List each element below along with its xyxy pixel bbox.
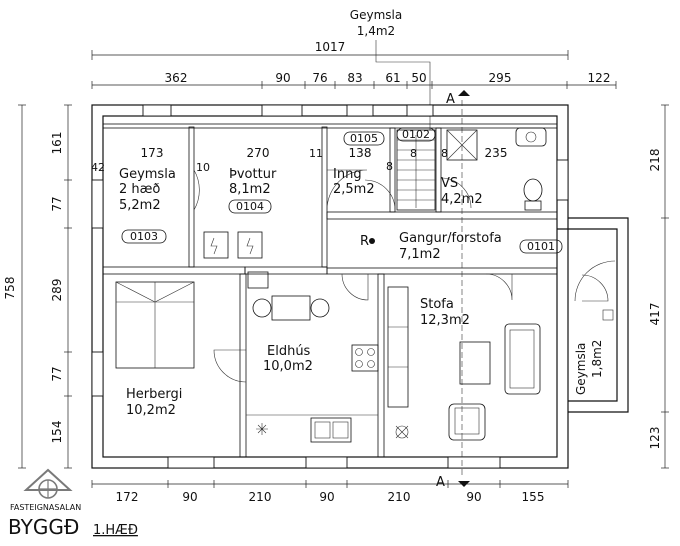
- room-inng-name: Inng: [333, 167, 362, 182]
- dim-left-5: 154: [50, 421, 64, 444]
- dim-top-2: 90: [275, 71, 290, 85]
- section-label-bottom: A: [436, 475, 445, 490]
- dim-bottom-7: 155: [522, 490, 545, 504]
- room-geymsla-name: Geymsla: [119, 167, 176, 182]
- vs-fixtures: [446, 127, 547, 211]
- section-markers: [458, 90, 470, 487]
- room-inng-tag: [343, 131, 385, 146]
- section-label-top: A: [446, 92, 455, 107]
- dim-top-3: 76: [312, 71, 327, 85]
- room-geymsla-tag: [121, 229, 167, 244]
- room-eldhus-area: 10,0m2: [263, 359, 313, 374]
- bed: [115, 281, 195, 369]
- staircase: [396, 129, 436, 211]
- room-geymsla-code: 0103: [130, 230, 158, 243]
- dim-bottom-1: 172: [116, 490, 139, 504]
- right-dimension-line: [661, 104, 669, 469]
- dim-inner-thvottur: 270: [247, 146, 270, 160]
- dim-left-3: 289: [50, 279, 64, 302]
- room-vs-name: VS: [441, 176, 458, 191]
- dim-bottom-6: 90: [466, 490, 481, 504]
- room-thvottur-name: Þvottur: [229, 167, 277, 182]
- room-eldhus-name: Eldhús: [267, 344, 311, 359]
- dim-left-2: 77: [50, 196, 64, 211]
- stair-tag: [396, 127, 436, 142]
- bottom-dimension-line: [91, 480, 569, 488]
- logo-line2: BYGGÐ: [8, 515, 79, 539]
- dim-inner-8c: 8: [441, 147, 448, 160]
- dim-bottom-5: 210: [388, 490, 411, 504]
- room-thvottur-area: 8,1m2: [229, 182, 271, 197]
- dim-top-1: 362: [165, 71, 188, 85]
- room-gangur-area: 7,1m2: [399, 247, 441, 262]
- room-herbergi-name: Herbergi: [126, 387, 182, 402]
- dim-left-1: 161: [50, 132, 64, 155]
- stair-code: 0102: [402, 128, 430, 141]
- dim-inner-8b: 8: [410, 147, 417, 160]
- room-thvottur-code: 0104: [236, 200, 264, 213]
- room-stofa-name: Stofa: [420, 297, 454, 312]
- dim-top-5: 61: [385, 71, 400, 85]
- dim-inner-42: 42: [91, 161, 105, 174]
- dim-inner-inng: 138: [349, 146, 372, 160]
- dim-right-1: 218: [648, 149, 662, 172]
- dim-overall-width: 1017: [315, 40, 346, 54]
- dim-top-8: 122: [588, 71, 611, 85]
- stove: [351, 344, 379, 372]
- floor-label: 1.HÆÐ: [93, 523, 138, 538]
- dim-overall-height: 758: [3, 277, 17, 300]
- dim-bottom-2: 90: [182, 490, 197, 504]
- leader-line: [375, 40, 431, 130]
- dim-top-6: 50: [411, 71, 426, 85]
- room-gangur-code: 0101: [527, 240, 555, 253]
- top-dimension-lines: [91, 50, 617, 89]
- logo-line1: FASTEIGNASALAN: [10, 503, 81, 512]
- dim-bottom-4: 90: [319, 490, 334, 504]
- meter-box: [602, 309, 614, 321]
- dim-inner-10: 10: [196, 161, 210, 174]
- radiator-dot: [369, 238, 375, 244]
- dim-inner-11: 11: [309, 147, 323, 160]
- dim-right-2: 417: [648, 303, 662, 326]
- dim-inner-8a: 8: [386, 160, 393, 173]
- dim-left-4: 77: [50, 366, 64, 381]
- dim-top-4: 83: [347, 71, 362, 85]
- external-storage-area: 1,4m2: [357, 24, 395, 38]
- room-inng-code: 0105: [350, 132, 378, 145]
- room-geymsla-side-area: 1,8m2: [590, 340, 604, 378]
- left-dimension-lines: [18, 104, 72, 469]
- doors: [193, 169, 616, 383]
- dim-inner-vs: 235: [485, 146, 508, 160]
- house-logo-icon: [23, 468, 73, 499]
- dim-right-3: 123: [648, 427, 662, 450]
- room-gangur-tag: [519, 239, 563, 254]
- chimney-box: [247, 271, 269, 289]
- dim-top-7: 295: [489, 71, 512, 85]
- room-geymsla-floor: 2 hæð: [119, 182, 160, 197]
- kitchen-counter: [246, 414, 378, 443]
- room-gangur-name: Gangur/forstofa: [399, 231, 502, 246]
- room-stofa-area: 12,3m2: [420, 313, 470, 328]
- room-geymsla-area: 5,2m2: [119, 198, 161, 213]
- dining-table: [252, 295, 330, 321]
- radiator-label: R: [360, 234, 369, 249]
- dim-bottom-3: 210: [249, 490, 272, 504]
- room-inng-area: 2,5m2: [333, 182, 375, 197]
- room-thvottur-tag: [228, 199, 272, 214]
- laundry-machines: [203, 231, 263, 259]
- living-furniture: [387, 286, 541, 441]
- room-herbergi-area: 10,2m2: [126, 403, 176, 418]
- room-vs-area: 4,2m2: [441, 192, 483, 207]
- dim-inner-geymsla: 173: [141, 146, 164, 160]
- windows: [91, 104, 569, 469]
- external-storage-name: Geymsla: [350, 8, 402, 22]
- room-geymsla-side-name: Geymsla: [574, 343, 588, 395]
